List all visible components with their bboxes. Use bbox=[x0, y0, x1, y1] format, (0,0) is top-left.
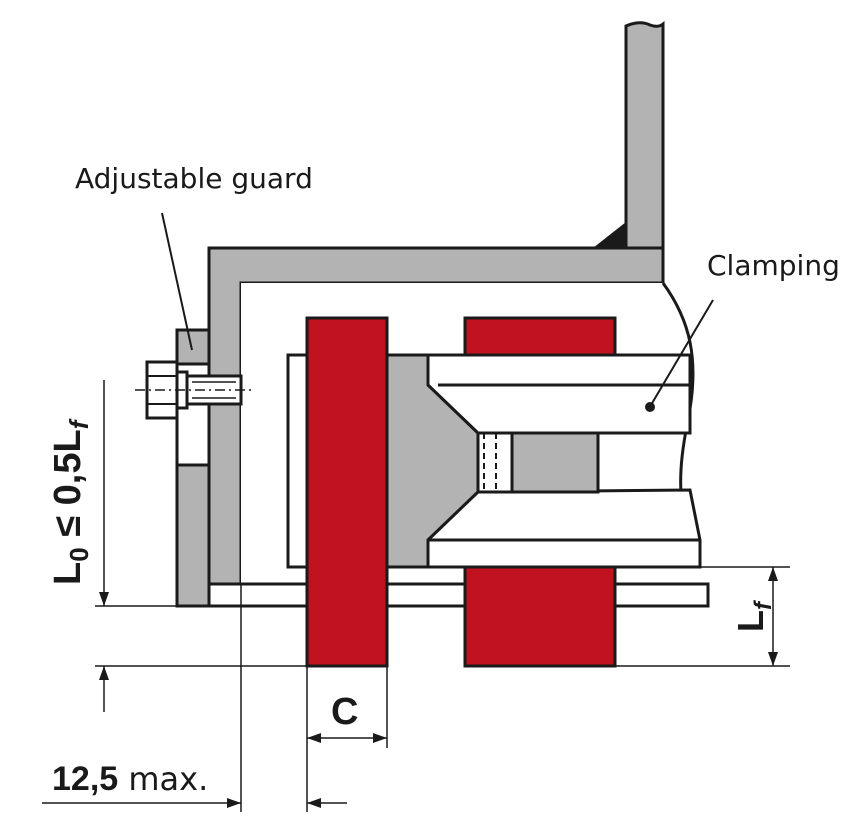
center-pin bbox=[476, 431, 514, 494]
guard-bracket-middle bbox=[175, 402, 211, 467]
upper-rail bbox=[426, 353, 692, 435]
clamping-label: Clamping bbox=[707, 249, 840, 282]
red-block-left bbox=[305, 316, 389, 668]
guard-leader bbox=[161, 212, 193, 351]
hub-outer-frame bbox=[286, 353, 310, 569]
adjustable-guard-label: Adjustable guard bbox=[75, 162, 313, 195]
weld-fillet bbox=[593, 222, 626, 248]
lower-rail bbox=[426, 488, 702, 569]
clamping-leader bbox=[650, 299, 714, 406]
vertical-plate bbox=[624, 20, 665, 250]
center-grey-block bbox=[510, 431, 600, 494]
base-strip bbox=[207, 582, 710, 608]
lf-label: Lf bbox=[730, 600, 777, 632]
arrowheads bbox=[99, 567, 778, 808]
dimension-value-label: 12,5 max. bbox=[52, 760, 208, 798]
guard-bracket-lower bbox=[175, 463, 211, 608]
c-label: C bbox=[331, 691, 358, 733]
guard-bracket-upper bbox=[175, 328, 211, 366]
bolt bbox=[135, 360, 255, 420]
formula-label: L0 ≤ 0,5Lf bbox=[47, 418, 94, 585]
clamping-dot bbox=[645, 402, 655, 412]
red-block-lower-right bbox=[463, 565, 617, 668]
red-block-upper-right bbox=[463, 316, 617, 357]
